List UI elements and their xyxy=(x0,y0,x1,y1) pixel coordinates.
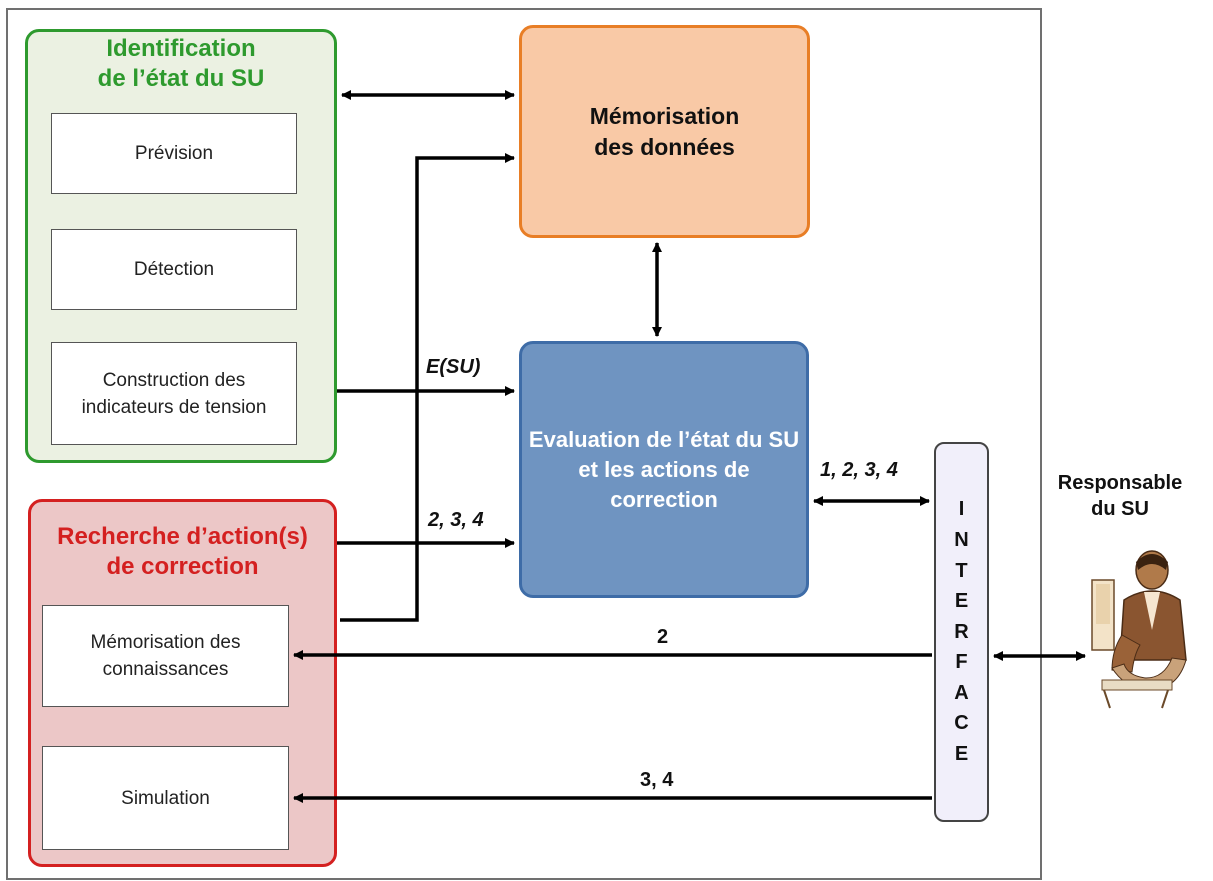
memorisation-connaissances-box: Mémorisation des connaissances xyxy=(42,605,289,707)
detection-box: Détection xyxy=(51,229,297,310)
simulation-box: Simulation xyxy=(42,746,289,850)
prevision-box: Prévision xyxy=(51,113,297,194)
interface-letter: E xyxy=(954,590,969,613)
responsable-line1: Responsable xyxy=(1057,472,1183,494)
identification-title-line2: de l’état du SU xyxy=(97,65,265,92)
evaluation-box: Evaluation de l’état du SU et les action… xyxy=(519,341,809,598)
evaluation-label: Evaluation de l’état du SU et les action… xyxy=(528,426,800,512)
interface-letter: T xyxy=(955,559,968,582)
identification-title-line1: Identification xyxy=(106,35,256,62)
interface-letter: E xyxy=(954,743,969,766)
interface-box: I N T E R F A C E xyxy=(934,442,989,822)
arrow-recherche-memorisation xyxy=(340,153,515,622)
recherche-title-line2: de correction xyxy=(106,553,259,580)
edge-label-2: 2 xyxy=(657,626,669,648)
edge-label-234: 2, 3, 4 xyxy=(428,509,484,531)
person-at-computer-icon xyxy=(1091,550,1187,709)
interface-letter: N xyxy=(954,528,969,551)
identification-title: Identification de l’état du SU xyxy=(28,34,334,94)
interface-letter: F xyxy=(955,651,968,674)
edge-label-esu: E(SU) xyxy=(426,356,481,378)
interface-letter: I xyxy=(958,498,965,521)
interface-letter: R xyxy=(954,620,969,643)
recherche-title: Recherche d’action(s) de correction xyxy=(31,522,334,582)
edge-label-34: 3, 4 xyxy=(640,769,674,791)
diagram-frame xyxy=(6,8,1042,880)
memorisation-donnees-label: Mémorisation des données xyxy=(589,102,740,160)
interface-letter: A xyxy=(954,681,969,704)
edge-label-1234: 1, 2, 3, 4 xyxy=(820,459,898,481)
responsable-line2: du SU xyxy=(1091,498,1149,520)
recherche-title-line1: Recherche d’action(s) xyxy=(57,523,308,550)
memorisation-donnees-box: Mémorisation des données xyxy=(519,25,810,238)
responsable-label: Responsable du SU xyxy=(1040,470,1200,522)
construction-indicateurs-box: Construction des indicateurs de tension xyxy=(51,342,297,445)
interface-letter: C xyxy=(954,712,969,735)
